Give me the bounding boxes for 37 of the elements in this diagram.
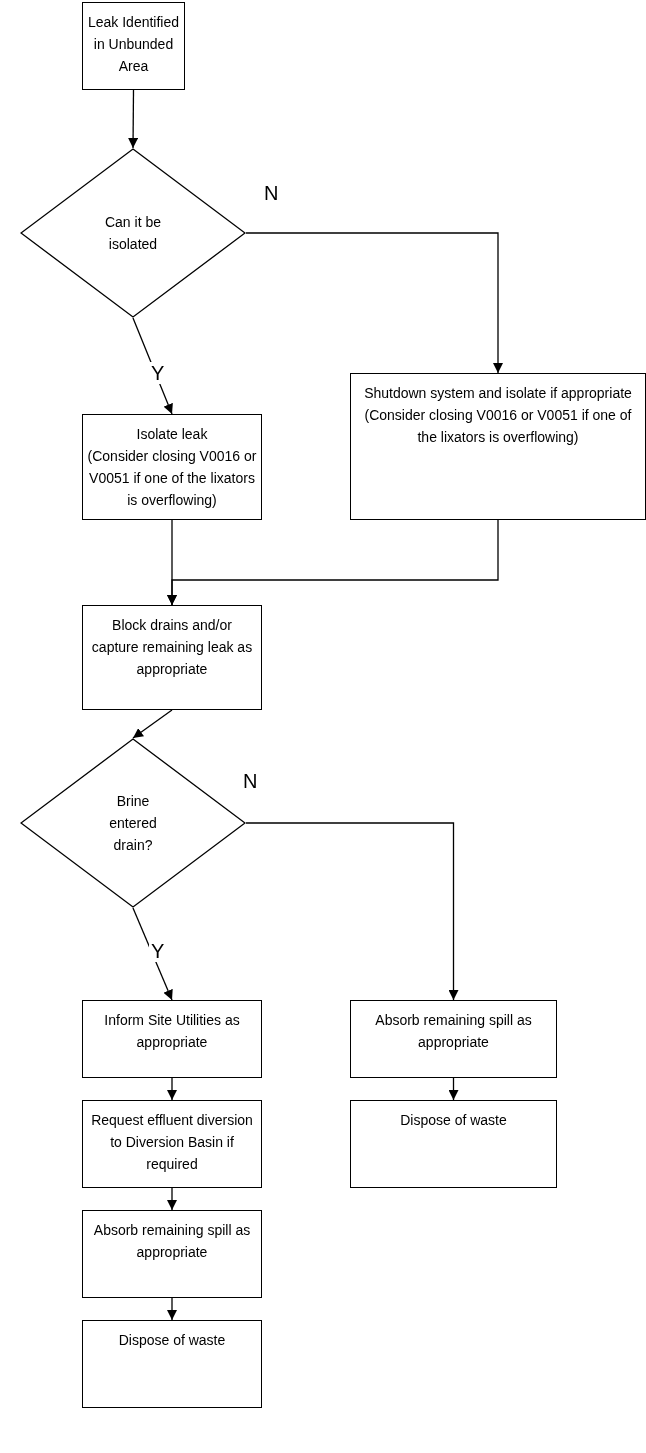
process-box xyxy=(82,2,185,90)
decision-text: Brine entered drain? xyxy=(108,792,158,855)
step-text: Leak Identified in Unbunded Area xyxy=(87,13,180,76)
step-text: Isolate leak xyxy=(135,425,209,444)
arrow xyxy=(167,1297,177,1321)
process-box xyxy=(82,1320,262,1408)
step-text: Dispose of waste xyxy=(117,1331,227,1350)
decision-diamond xyxy=(20,148,246,318)
arrow xyxy=(245,822,459,1001)
step-text: Inform Site Utilities as appropriate xyxy=(103,1011,241,1052)
process-box xyxy=(82,1000,262,1078)
arrow xyxy=(132,907,173,1001)
decision-text: Can it be isolated xyxy=(103,213,162,254)
process-box xyxy=(82,1100,262,1188)
step-text: Block drains and/or capture remaining leak as appropriate xyxy=(90,616,254,679)
arrow xyxy=(167,1187,177,1211)
step-text: Request effluent diversion to Diversion Basin if required xyxy=(90,1111,254,1174)
process-box xyxy=(350,1000,557,1078)
process-box xyxy=(82,605,262,710)
arrow xyxy=(448,1077,459,1101)
step-note: (Consider closing V0016 or V0051 if one of the lixators is overflowing) xyxy=(87,447,257,510)
step-text: Dispose of waste xyxy=(399,1111,508,1130)
arrow xyxy=(128,89,139,149)
process-box xyxy=(82,1210,262,1298)
step-text: Absorb remaining spill as appropriate xyxy=(374,1011,533,1052)
process-box xyxy=(82,414,262,520)
step-text: Absorb remaining spill as appropriate xyxy=(92,1221,252,1262)
process-box xyxy=(350,1100,557,1188)
step-note: (Consider closing V0016 or V0051 if one of the lixators is overflowing) xyxy=(363,406,633,447)
arrow xyxy=(167,519,499,606)
arrow xyxy=(132,709,173,739)
arrow xyxy=(245,232,503,374)
process-box xyxy=(350,373,646,520)
arrow xyxy=(167,1077,177,1101)
decision-diamond xyxy=(20,738,246,908)
edge-label: Y xyxy=(149,362,167,384)
step-text: Shutdown system and isolate if appropriate xyxy=(363,384,633,403)
